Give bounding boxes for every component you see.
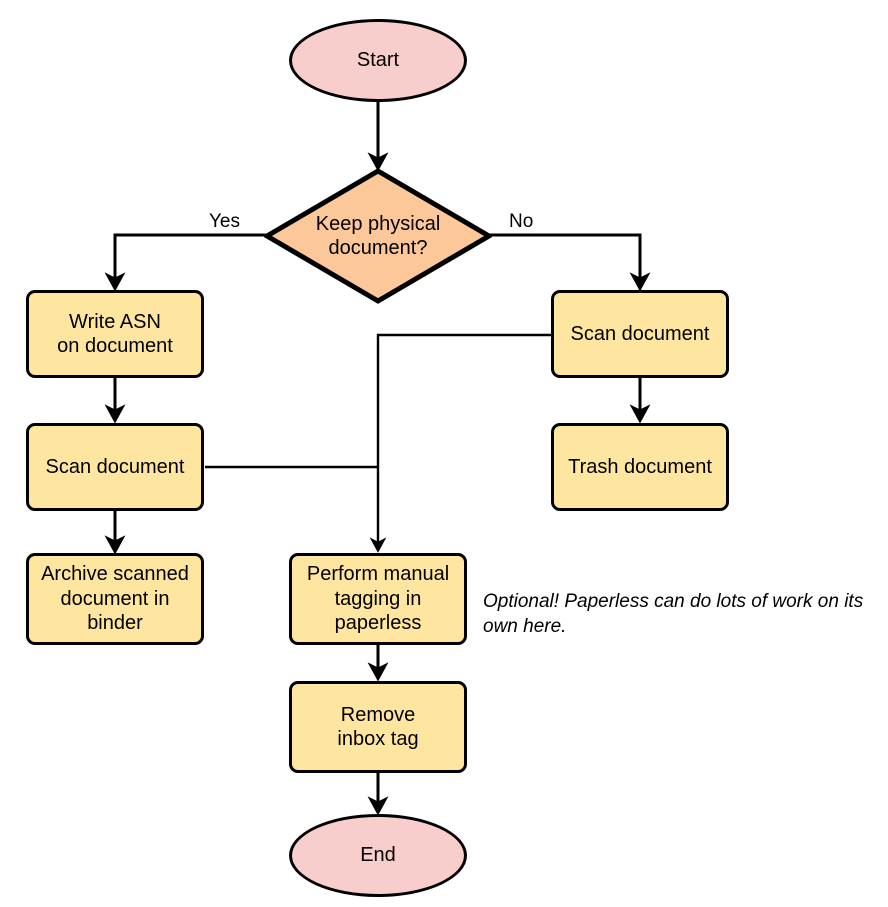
edge-label-no: No: [509, 211, 534, 232]
node-end-label: End: [360, 844, 396, 867]
node-trash-document[interactable]: Trash document: [551, 423, 729, 511]
edge-scan-right-to-manual-tagging: [369, 333, 552, 553]
node-start[interactable]: Start: [289, 19, 467, 102]
node-end[interactable]: End: [289, 814, 467, 897]
diamond-shape: [264, 168, 492, 304]
node-trash-document-label: Trash document: [568, 455, 712, 478]
edge-label-yes: Yes: [209, 211, 240, 232]
node-scan-document-left[interactable]: Scan document: [26, 423, 204, 511]
edge-decision-yes-to-write-asn: [104, 233, 266, 292]
optional-note: Optional! Paperless can do lots of work …: [483, 591, 864, 638]
node-scan-document-left-label: Scan document: [45, 455, 185, 478]
node-scan-document-right[interactable]: Scan document: [551, 290, 729, 378]
edge-decision-no-to-scan-right: [490, 233, 651, 292]
node-scan-document-right-label: Scan document: [570, 322, 710, 345]
node-start-label: Start: [356, 49, 400, 72]
